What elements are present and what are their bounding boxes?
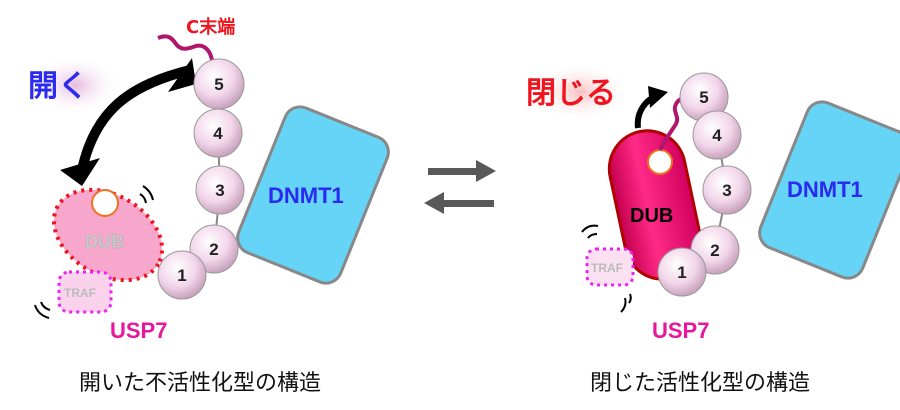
motion-lines-icon	[581, 224, 599, 239]
motion-lines-icon	[34, 301, 51, 319]
domain-1: 1	[657, 247, 707, 297]
equilibrium-arrows	[424, 160, 496, 214]
dnmt1-block	[236, 105, 390, 285]
usp7-label: USP7	[652, 318, 709, 343]
reverse-arrowhead-icon	[424, 192, 444, 214]
close-label: 閉じる	[526, 76, 616, 111]
open-state-caption: 開いた不活性化型の構造	[79, 371, 321, 396]
svg-text:3: 3	[722, 181, 731, 200]
reverse-arrow-shaft	[442, 200, 494, 207]
traf-domain	[585, 247, 635, 287]
svg-text:2: 2	[209, 240, 218, 259]
arrowhead-icon	[648, 86, 668, 108]
arrowhead-down-icon	[60, 158, 100, 186]
svg-text:4: 4	[712, 126, 722, 145]
open-label-glow	[30, 55, 120, 115]
close-label-glow	[530, 62, 630, 122]
svg-text:3: 3	[215, 181, 224, 200]
dub-label: DUB	[630, 205, 673, 227]
active-site	[647, 149, 673, 175]
domain-3: 3	[195, 165, 245, 215]
opening-arrow-body	[77, 65, 192, 172]
svg-text:1: 1	[177, 266, 186, 285]
closed-state-panel: 閉じる DNMT1 DUB TRAF 5 4 3 2 1 USP7 閉じた活性化…	[526, 62, 900, 396]
traf-label: TRAF	[591, 261, 623, 275]
dub-domain-inactive	[51, 187, 165, 283]
open-state-panel: 開く C末端 DNMT1 DUB TRAF 5 4 3 2 1 USP7 開いた…	[28, 16, 390, 396]
closed-state-caption: 閉じた活性化型の構造	[590, 371, 810, 396]
svg-text:5: 5	[214, 75, 223, 94]
arrowhead-up-icon	[168, 58, 196, 92]
dnmt1-block	[758, 100, 900, 280]
motion-lines-icon	[620, 293, 632, 313]
dnmt1-label: DNMT1	[787, 177, 863, 202]
domain-5: 5	[193, 58, 245, 110]
traf-domain	[57, 270, 113, 314]
open-label: 開く	[28, 69, 88, 104]
domain-3: 3	[702, 165, 752, 215]
domain-1: 1	[157, 250, 207, 300]
active-site	[91, 189, 119, 217]
traf-label: TRAF	[64, 286, 96, 300]
dub-label: DUB	[85, 232, 124, 252]
forward-arrow-shaft	[428, 168, 478, 175]
svg-text:2: 2	[710, 241, 719, 260]
c-terminus-label: C末端	[186, 16, 235, 38]
forward-arrowhead-icon	[476, 160, 496, 182]
motion-lines-icon	[139, 185, 154, 204]
domain-5: 5	[679, 72, 729, 122]
domain-4: 4	[193, 108, 243, 158]
c-terminal-tail	[157, 34, 214, 61]
usp7-label: USP7	[110, 318, 167, 343]
dnmt1-label: DNMT1	[268, 183, 344, 208]
svg-text:4: 4	[213, 124, 223, 143]
domain-4: 4	[692, 110, 742, 160]
svg-text:5: 5	[699, 88, 708, 107]
svg-text:1: 1	[677, 263, 686, 282]
